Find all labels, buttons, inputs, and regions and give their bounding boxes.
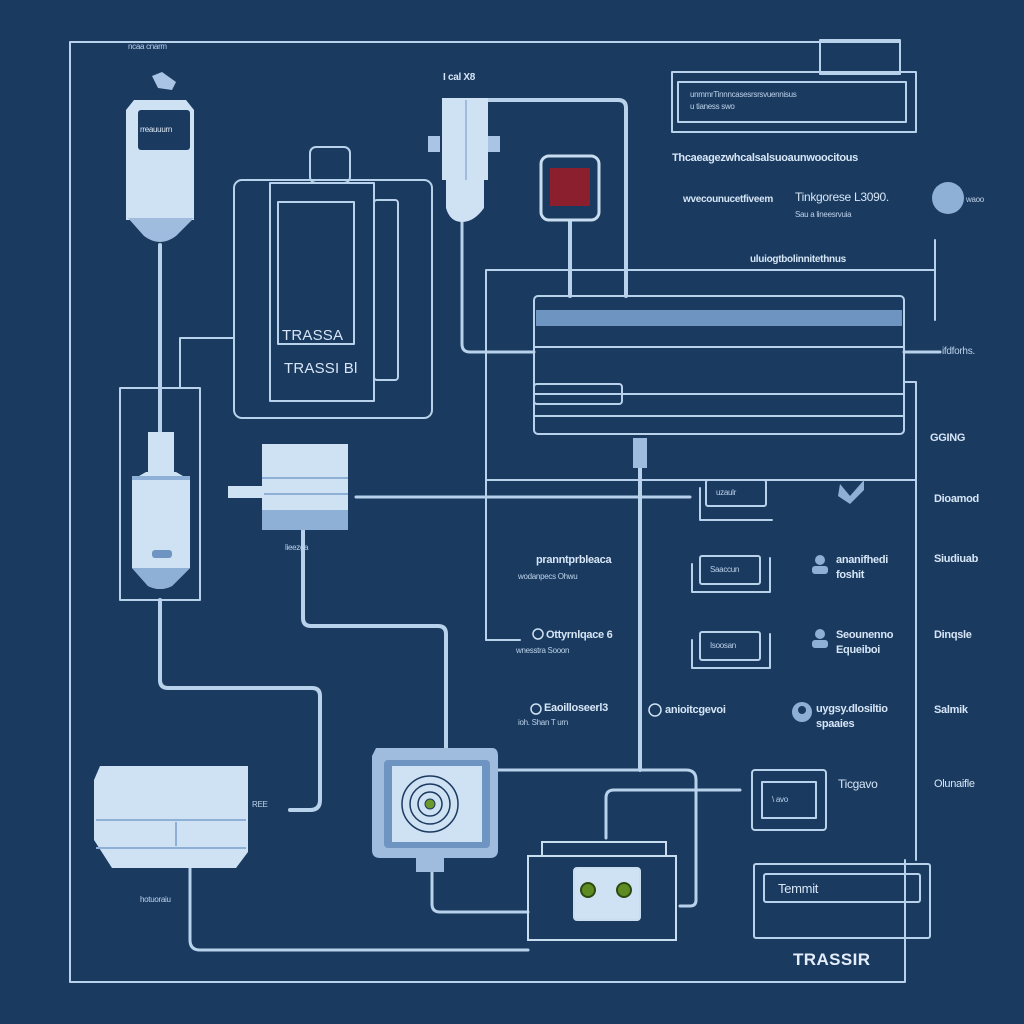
- legend-icon-text-2a: Seounenno: [836, 629, 894, 641]
- info-heading: Thcaeagezwhcalsalsuoaunwoocitous: [672, 152, 859, 164]
- bottom-controller: [527, 841, 677, 941]
- info-right-text-1: Tinkgorese L3090.: [795, 190, 889, 204]
- bottom-left-label: hotuoraiu: [140, 895, 171, 904]
- legend-left-title-3: Eaoilloseerl3: [544, 702, 608, 714]
- bottom-left-side-label: REE: [252, 800, 268, 809]
- legend-boxes: [691, 479, 773, 669]
- legend-icon-text-3b: spaaies: [816, 718, 855, 730]
- globe-icon-1: [532, 628, 544, 640]
- user-circle-icon: [792, 702, 812, 722]
- red-indicator: [539, 154, 601, 222]
- top-valve-label: I cal X8: [443, 72, 476, 83]
- circle-row-label: anioitcgevoi: [665, 704, 726, 716]
- info-box-line-2: u tianess swo: [690, 102, 735, 111]
- legend-left-sub-3: ioh. Shan T urn: [518, 718, 568, 727]
- cabinet-screen: [277, 201, 355, 345]
- small-screen-side-label: Ticgavo: [838, 777, 878, 791]
- circle-arrow-icon: [648, 703, 662, 717]
- top-header-label: ncaa cnarm: [128, 42, 167, 51]
- info-box-outer: [671, 71, 917, 133]
- legend-box-label-0: uzaulr: [716, 488, 736, 497]
- brand-logo: TRASSIR: [793, 950, 871, 969]
- pipe-valve-down: [460, 218, 536, 354]
- left-filter: [132, 432, 190, 589]
- main-unit-side-label: ifdforhs.: [942, 346, 975, 357]
- pipe-bottom: [188, 866, 530, 952]
- legend-right-label-0: Dioamod: [934, 493, 979, 505]
- filter-housing: [119, 387, 201, 601]
- status-circle: [932, 182, 964, 214]
- legend-left-title-2: Ottyrnlqace 6: [546, 629, 613, 641]
- legend-left-sub-2: wnesstra Sooon: [516, 646, 570, 655]
- legend-icon-text-3a: uygsy.dlosiltio: [816, 703, 888, 715]
- pipe-pump-down: [301, 528, 448, 752]
- bottom-left-unit: [94, 766, 248, 868]
- info-right-text-2: Sau a lineesrvuia: [795, 210, 852, 219]
- main-unit-body: [533, 295, 905, 435]
- legend-right-label-1: Siudiuab: [934, 553, 979, 565]
- left-tank: [126, 72, 194, 242]
- pump-label: lieezga: [285, 543, 309, 552]
- legend-icon-text-1b: foshit: [836, 569, 865, 581]
- outer-frame: [69, 41, 906, 983]
- small-screen-outer: [751, 769, 827, 831]
- user-group-icon-2: [812, 629, 828, 648]
- legend-right-label-3: Salmik: [934, 704, 968, 716]
- cabinet-handle: [309, 146, 351, 184]
- info-left-text: wvecounucetfiveem: [683, 194, 773, 205]
- connector-filter-cabinet: [179, 337, 235, 389]
- info-box-line-1: unmmrTinnncasesrsrsvuennisus: [690, 90, 797, 99]
- user-group-icon-1: [812, 555, 828, 574]
- legend-left-sub-1: wodanpecs Ohwu: [518, 572, 578, 581]
- legend-right-label-2: Dinqsle: [934, 629, 972, 641]
- pump-block: [228, 444, 348, 530]
- check-icon: [838, 480, 864, 504]
- circle-label: waoo: [966, 195, 984, 204]
- left-tank-label: rreauuurn: [140, 125, 172, 134]
- cabinet-label-2: TRASSI Bl: [284, 360, 358, 377]
- legend-right-label-4: Olunaifle: [934, 778, 975, 790]
- display-box-label: Temmit: [778, 881, 819, 896]
- camera-lens: [372, 748, 498, 872]
- info-footer: uluiogtbolinnitethnus: [750, 254, 846, 265]
- legend-left-title-1: pranntprbleaca: [536, 554, 612, 566]
- cabinet-label-1: TRASSA: [282, 327, 344, 344]
- display-box: [753, 863, 931, 939]
- legend-box-label-1: Saaccun: [710, 565, 740, 574]
- legend-box-label-2: Isoosan: [710, 641, 736, 650]
- cabinet-side: [373, 199, 399, 381]
- legend-icon-text-2b: Equeiboi: [836, 644, 881, 656]
- arrow-icon: [530, 703, 542, 715]
- legend-icon-text-1a: ananifhedi: [836, 554, 889, 566]
- main-unit-stripe: [536, 310, 902, 326]
- top-valve: [428, 98, 500, 222]
- pipe-left-filter-down: [158, 598, 322, 812]
- pipe-valve-right: [478, 98, 628, 298]
- small-screen-label: \ avo: [772, 795, 788, 804]
- cabinet-outer: [233, 179, 433, 419]
- main-unit-sub-label: GGING: [930, 432, 966, 444]
